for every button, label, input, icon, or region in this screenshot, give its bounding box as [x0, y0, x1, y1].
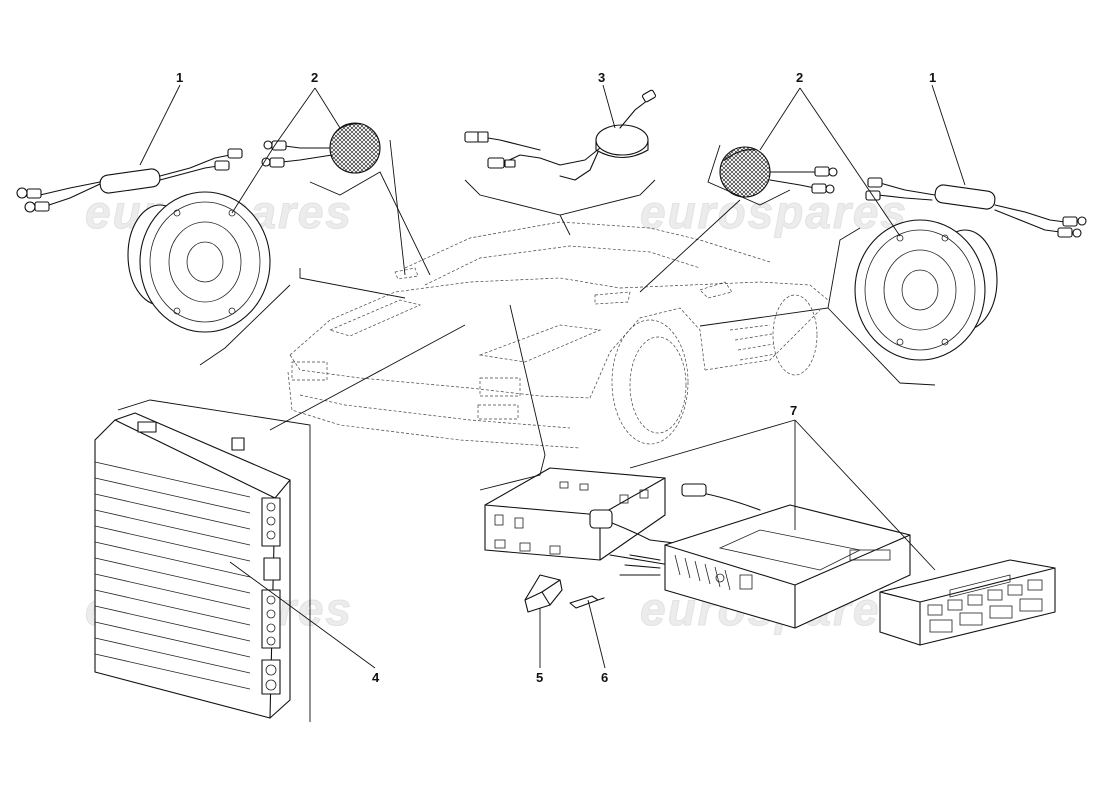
woofer-left [127, 191, 271, 333]
radio-unit [619, 504, 911, 629]
tweeter-left [261, 122, 381, 174]
callout-4: 4 [372, 670, 380, 685]
woofer-right [854, 219, 998, 361]
callout-labels: 1 2 3 2 1 4 5 6 7 [176, 70, 936, 685]
power-amplifier [94, 412, 291, 719]
callout-2-left: 2 [311, 70, 318, 85]
leader-lines [117, 84, 966, 722]
callout-1-left: 1 [176, 70, 183, 85]
callout-1-right: 1 [929, 70, 936, 85]
tweeter-right [719, 146, 838, 198]
car-outline [287, 221, 829, 449]
connector-block-5 [524, 574, 563, 613]
radio-front-panel [879, 559, 1056, 646]
callout-6: 6 [601, 670, 608, 685]
radio-mounting-cage [484, 467, 761, 566]
watermark-top-right: eurospares [640, 186, 908, 238]
callout-7: 7 [790, 403, 797, 418]
callout-3: 3 [598, 70, 605, 85]
callout-2-right: 2 [796, 70, 803, 85]
antenna-amplifier [464, 89, 657, 181]
callout-5: 5 [536, 670, 543, 685]
crossover-right [865, 177, 1087, 238]
connector-pin-6 [569, 595, 605, 609]
crossover-left [16, 148, 243, 213]
